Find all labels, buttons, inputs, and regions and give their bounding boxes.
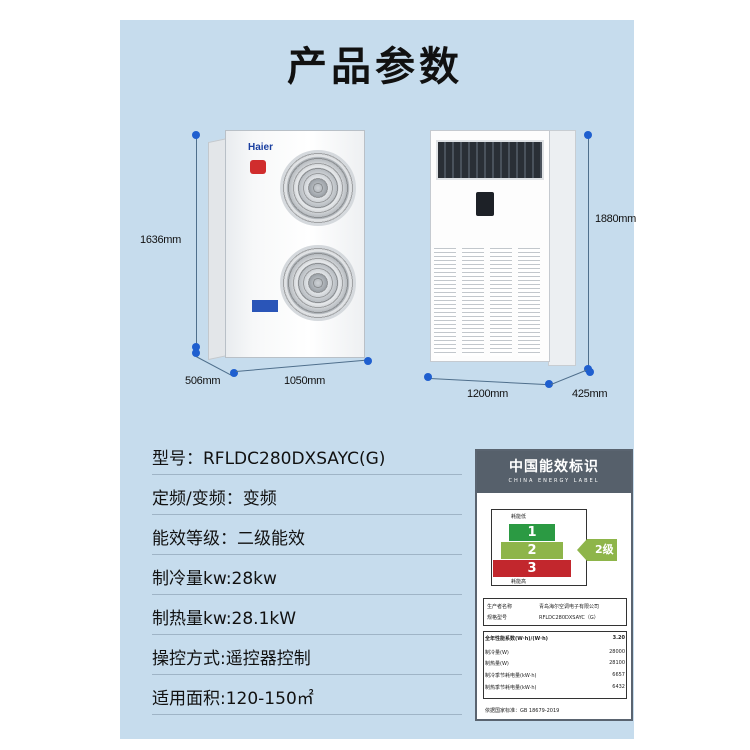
perf-row: 制热量(W) 28100	[485, 660, 625, 667]
performance-box	[483, 631, 627, 699]
model-value: RFLDC280DXSAYC（G）	[539, 615, 599, 621]
air-outlet-grille	[436, 140, 544, 180]
manufacturer-value: 青岛海尔空调电子有限公司	[539, 604, 600, 610]
air-inlet-vent	[462, 248, 484, 356]
perf-row: 制冷季节耗电量(kW·h) 6657	[485, 672, 625, 679]
energy-label-title: 中国能效标识	[509, 459, 599, 475]
air-inlet-vent	[518, 248, 540, 356]
fan-icon	[280, 150, 356, 226]
brand-emblem-icon	[250, 160, 266, 174]
brand-logo: Haier	[248, 142, 274, 153]
dimension-dot	[192, 343, 200, 351]
dimension-dot	[230, 369, 238, 377]
indoor-unit-side	[548, 130, 576, 366]
spec-applicable-area: 适用面积:120-150㎡	[152, 677, 462, 715]
dimension-dot	[424, 373, 432, 381]
dimension-dot	[192, 131, 200, 139]
page-title: 产品参数	[287, 44, 463, 90]
outdoor-depth-label: 506mm	[185, 375, 221, 387]
spec-control-method: 操控方式:遥控器控制	[152, 637, 462, 675]
low-consumption-caption: 耗能低	[511, 514, 527, 520]
perf-row: 制冷量(W) 28000	[485, 649, 625, 656]
dimension-dot	[586, 368, 594, 376]
spec-frequency-type: 定频/变频：变频	[152, 477, 462, 515]
model-key: 规格型号	[487, 615, 508, 621]
display-panel-icon	[476, 192, 494, 216]
perf-row: 全年性能系数(W·h)/(W·h) 3.20	[485, 635, 625, 642]
spec-heating-capacity: 制热量kw:28.1kW	[152, 597, 462, 635]
energy-label-subtitle: CHINA ENERGY LABEL	[508, 478, 600, 484]
dimension-dot	[192, 349, 200, 357]
spec-cooling-capacity: 制冷量kw:28kw	[152, 557, 462, 595]
fan-grill-icon	[280, 150, 356, 226]
standard-footnote: 依据国家标准：GB 18679-2019	[485, 708, 560, 714]
spec-energy-grade: 能效等级：二级能效	[152, 517, 462, 555]
outdoor-height-line	[196, 135, 197, 347]
indoor-height-line	[588, 135, 589, 367]
grade-bar-1: 1	[509, 524, 555, 541]
perf-row: 制热季节耗电量(kW·h) 6432	[485, 684, 625, 691]
manufacturer-box	[483, 598, 627, 626]
outdoor-height-label: 1636mm	[140, 234, 181, 246]
high-consumption-caption: 耗能高	[511, 579, 527, 585]
product-badge-icon	[252, 300, 278, 312]
indoor-depth-label: 425mm	[572, 388, 608, 400]
dimension-dot	[584, 131, 592, 139]
indoor-width-label: 1200mm	[467, 388, 508, 400]
air-inlet-vent	[434, 248, 456, 356]
energy-label-header: 中国能效标识 CHINA ENERGY LABEL	[477, 451, 631, 493]
fan-grill-icon	[280, 245, 356, 321]
current-grade-arrow: 2级	[577, 539, 617, 561]
spec-model: 型号：RFLDC280DXSAYC(G)	[152, 437, 462, 475]
outdoor-width-label: 1050mm	[284, 375, 325, 387]
fan-icon	[280, 245, 356, 321]
energy-label: 中国能效标识 CHINA ENERGY LABEL 耗能低 1 2 3 耗能高 …	[475, 449, 633, 721]
grade-bar-3: 3	[493, 560, 571, 577]
dimension-dot	[545, 380, 553, 388]
dimension-dot	[364, 357, 372, 365]
manufacturer-key: 生产者名称	[487, 604, 513, 610]
air-inlet-vent	[490, 248, 512, 356]
indoor-height-label: 1880mm	[595, 213, 636, 225]
grade-bar-2: 2	[501, 542, 563, 559]
